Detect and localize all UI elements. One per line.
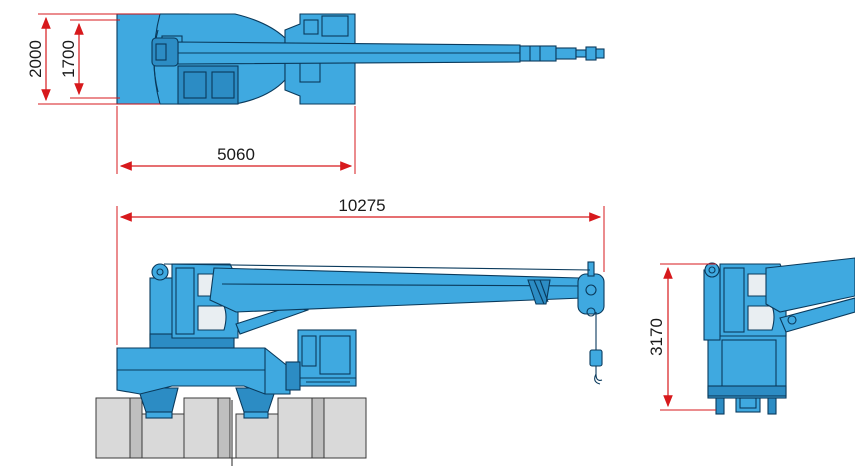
overall-length-label: 10275 (338, 196, 385, 215)
top-length-label: 5060 (217, 145, 255, 164)
side-view (116, 261, 605, 419)
height-label: 3170 (647, 318, 666, 356)
side-view-carrier (297, 329, 357, 387)
top-view (116, 13, 605, 105)
side-view-hook (594, 366, 603, 385)
side-view-hook-block (589, 349, 603, 367)
dimension-overall-length: 10275 (116, 196, 605, 345)
front-view-boom (765, 257, 855, 313)
ground-blocks (95, 397, 367, 466)
top-width-label: 2000 (26, 40, 45, 78)
side-view-cabin-window-lower (197, 305, 227, 331)
side-view-hoist-drum (151, 263, 169, 281)
side-view-boom (209, 267, 583, 313)
front-view (703, 257, 855, 415)
dimension-height: 3170 (647, 263, 716, 411)
front-view-cabin-window-lower (747, 305, 775, 331)
side-view-chassis (116, 347, 291, 395)
dimension-top-length: 5060 (116, 106, 356, 174)
dimension-top-width: 2000 (26, 13, 160, 105)
dimension-top-inner-width: 1700 (59, 19, 120, 99)
top-inner-width-label: 1700 (59, 40, 78, 78)
